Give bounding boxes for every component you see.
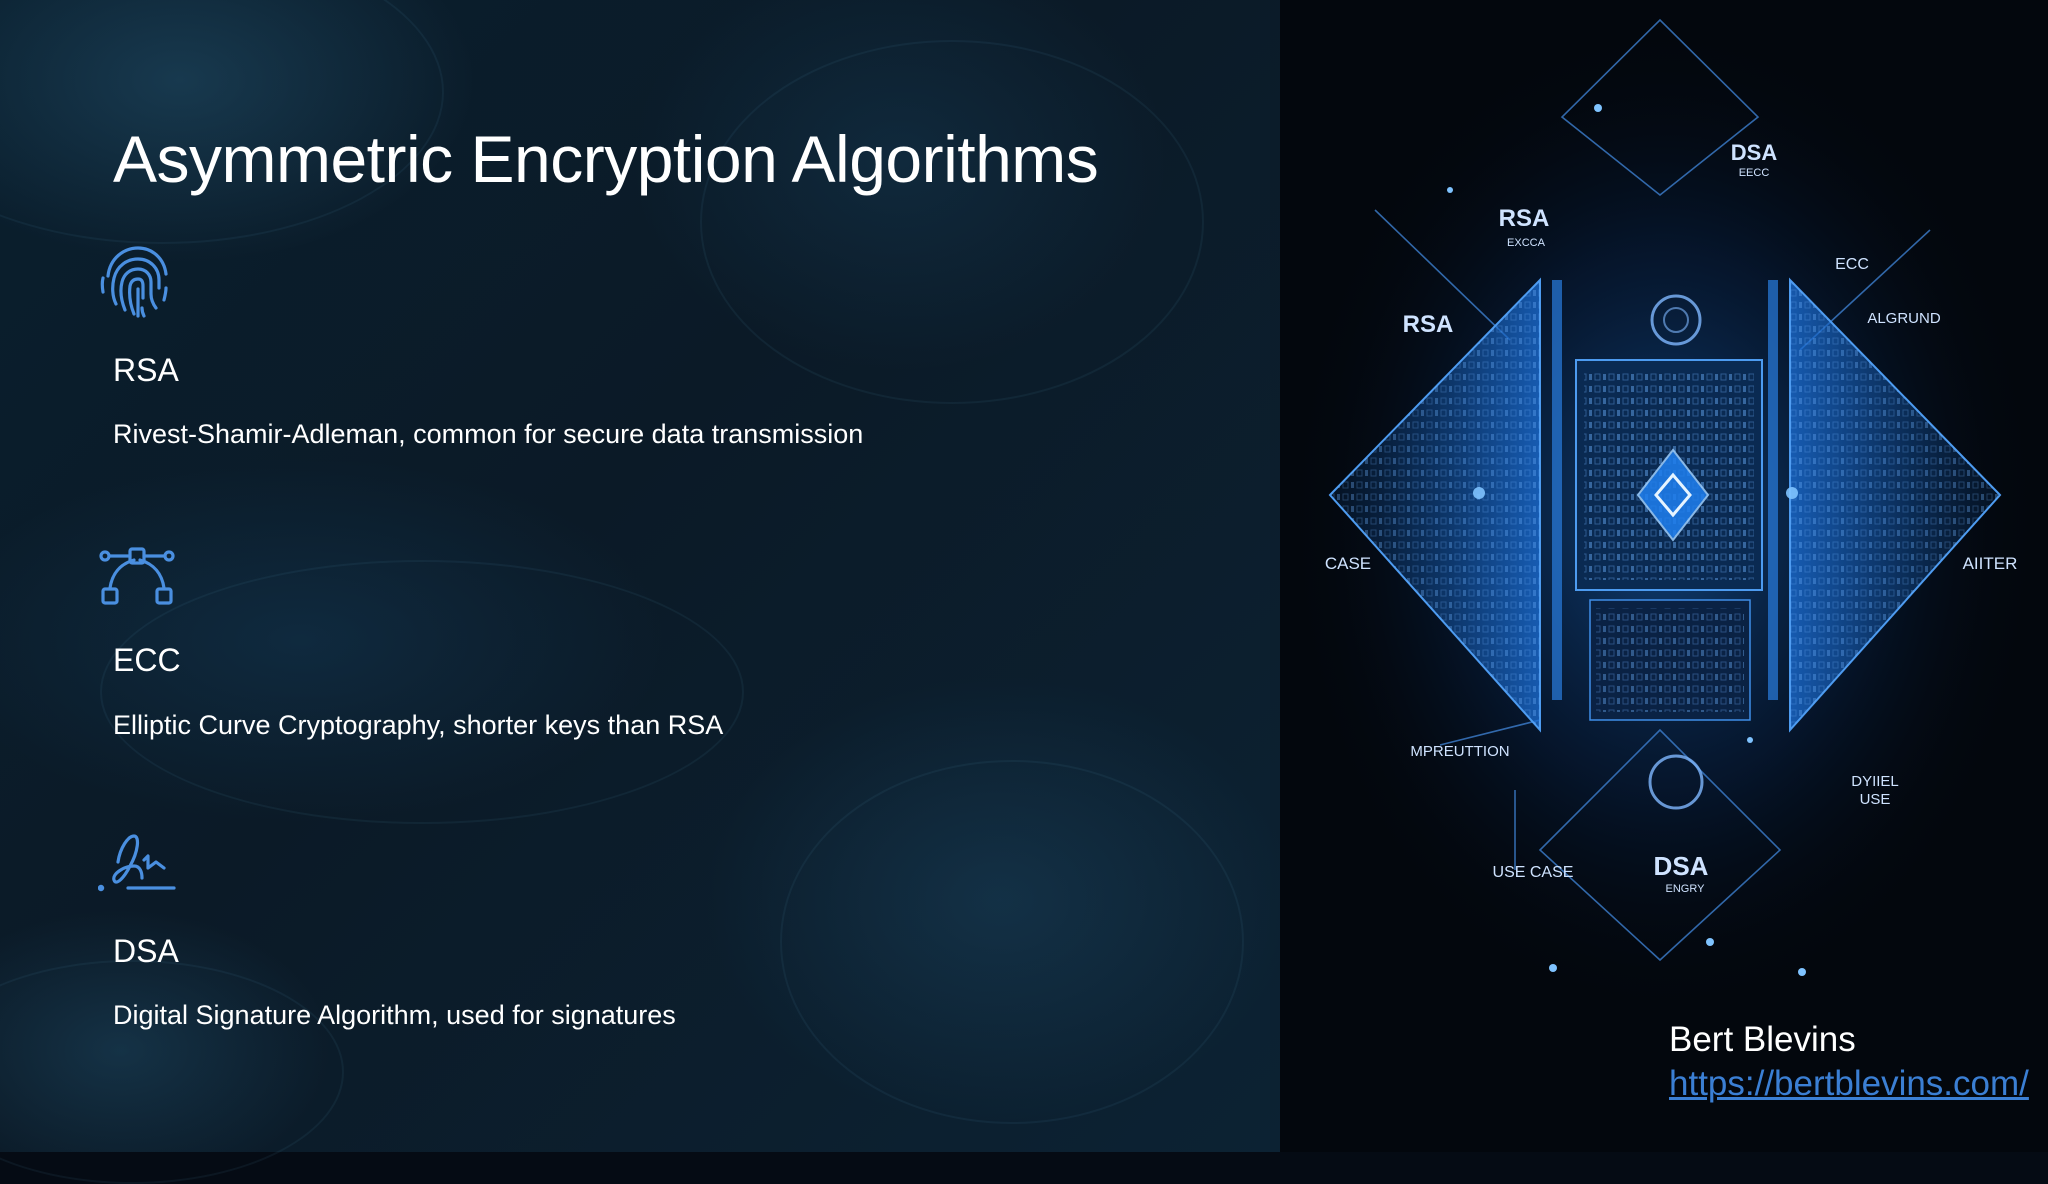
dsa-heading: DSA (113, 933, 179, 969)
encryption-illustration: DSA EECC RSA EXCCA RSA ECC ALGRUND CASE … (1280, 0, 2048, 1152)
illustration-label: USE CASE (1493, 864, 1574, 881)
bezier-curve-icon (99, 547, 175, 605)
illustration-label: DSA (1731, 140, 1778, 165)
illustration-label: AIITER (1963, 554, 2018, 573)
slide-title: Asymmetric Encryption Algorithms (113, 122, 1099, 196)
illustration-label: RSA (1499, 205, 1550, 232)
illustration-label: EECC (1739, 167, 1770, 179)
illustration-label: EXCCA (1507, 237, 1546, 249)
signature-icon (98, 834, 176, 892)
crypto-diagram-image: DSA EECC RSA EXCCA RSA ECC ALGRUND CASE … (1280, 0, 2048, 1152)
ecc-heading: ECC (113, 642, 181, 678)
illustration-label: ECC (1835, 256, 1869, 273)
illustration-label: ENGRY (1666, 883, 1706, 895)
illustration-label: ALGRUND (1867, 310, 1941, 327)
rsa-heading: RSA (113, 352, 179, 388)
fingerprint-icon (100, 246, 168, 318)
author-name: Bert Blevins (1669, 1020, 1856, 1059)
ecc-description: Elliptic Curve Cryptography, shorter key… (113, 710, 724, 740)
illustration-label: DYIIEL (1851, 773, 1899, 790)
illustration-label: CASE (1325, 554, 1371, 573)
author-website-link[interactable]: https://bertblevins.com/ (1669, 1064, 2029, 1103)
slide-background (0, 0, 1280, 1184)
illustration-label: RSA (1403, 311, 1454, 338)
illustration-label: USE (1860, 791, 1891, 808)
rsa-description: Rivest-Shamir-Adleman, common for secure… (113, 419, 864, 449)
dsa-description: Digital Signature Algorithm, used for si… (113, 1000, 676, 1030)
illustration-label: DSA (1654, 851, 1709, 881)
illustration-label: MPREUTTION (1410, 743, 1509, 760)
